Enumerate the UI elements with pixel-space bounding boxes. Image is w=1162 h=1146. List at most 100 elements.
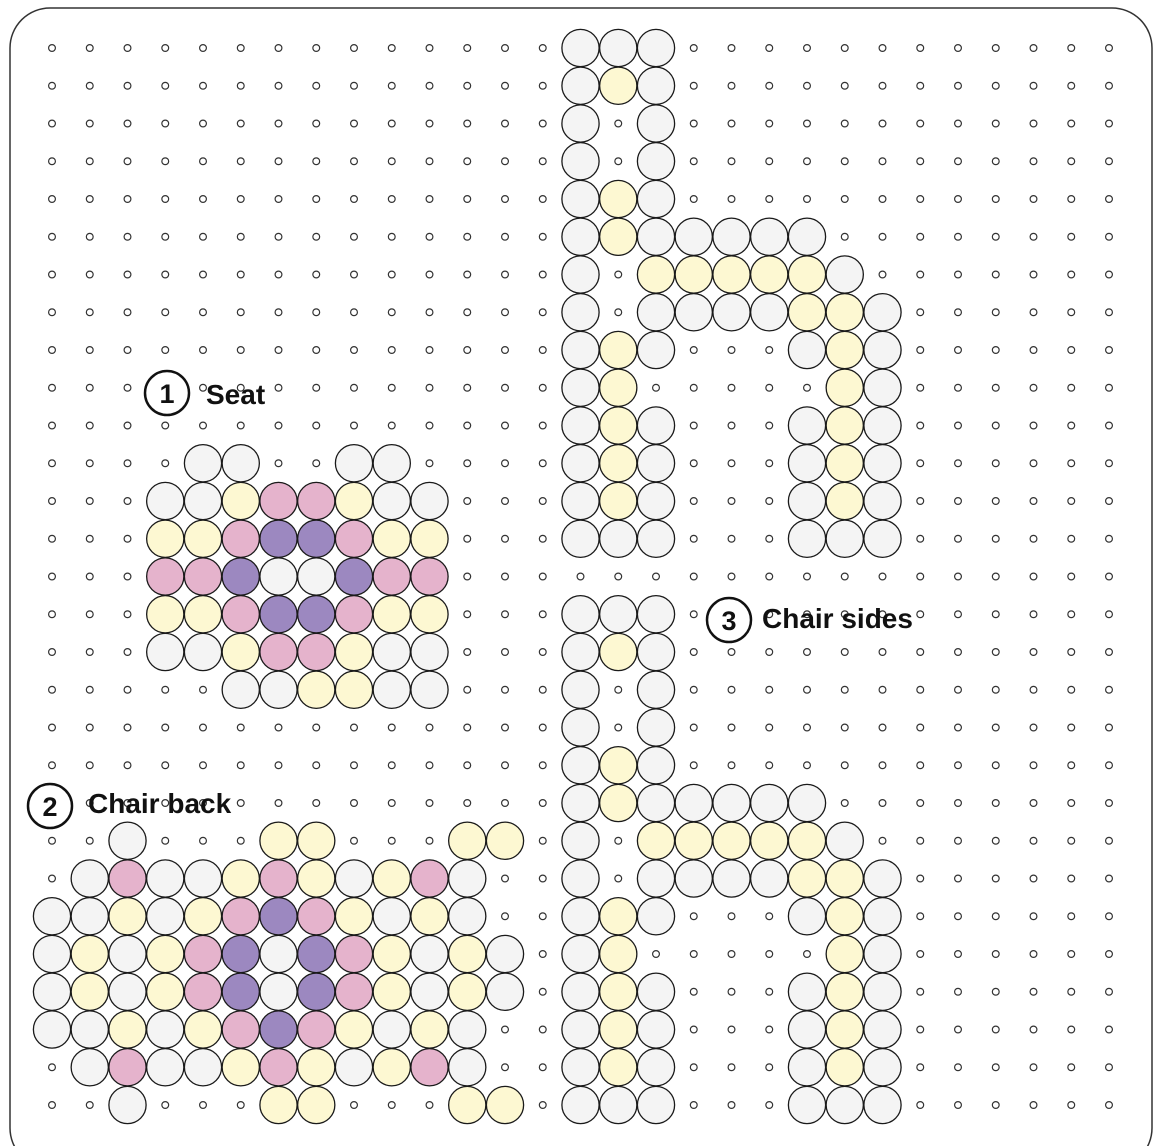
chair-back-bead-pink <box>298 898 335 935</box>
peg <box>992 422 999 429</box>
peg <box>653 951 660 958</box>
peg <box>690 951 697 958</box>
chair-back-bead-yellow <box>184 898 221 935</box>
chair-side-1-bead-yellow <box>600 331 637 368</box>
chair-back-bead-yellow <box>449 935 486 972</box>
peg <box>49 309 56 316</box>
peg <box>1030 347 1037 354</box>
chair-back-bead-yellow <box>335 1011 372 1048</box>
chair-side-2-bead-yellow <box>788 860 825 897</box>
peg <box>917 611 924 618</box>
peg <box>690 422 697 429</box>
peg <box>804 724 811 731</box>
peg <box>502 460 509 467</box>
peg <box>766 1064 773 1071</box>
peg <box>992 724 999 731</box>
seat-bead-purple <box>298 596 335 633</box>
chair-back-bead-pink <box>109 1049 146 1086</box>
peg <box>955 724 962 731</box>
peg <box>313 762 320 769</box>
peg <box>766 158 773 165</box>
peg <box>955 988 962 995</box>
peg <box>237 762 244 769</box>
peg <box>388 309 395 316</box>
peg <box>426 309 433 316</box>
chair-back-bead-yellow <box>298 860 335 897</box>
peg <box>992 158 999 165</box>
chair-side-1-bead-white <box>637 520 674 557</box>
peg <box>728 45 735 52</box>
chair-side-1-bead-white <box>713 218 750 255</box>
chair-side-2-bead-white <box>864 860 901 897</box>
peg <box>502 158 509 165</box>
chair-side-1-bead-white <box>864 294 901 331</box>
chair-back-bead-white <box>449 1011 486 1048</box>
peg <box>955 649 962 656</box>
chair-back-bead-white <box>373 898 410 935</box>
peg <box>917 649 924 656</box>
chair-side-1-bead-white <box>562 369 599 406</box>
peg <box>539 498 546 505</box>
chair-back-bead-yellow <box>184 1011 221 1048</box>
chair-side-1-bead-yellow <box>637 256 674 293</box>
chair-side-1-bead-white <box>562 331 599 368</box>
peg <box>841 120 848 127</box>
chair-back-bead-white <box>260 973 297 1010</box>
seat-bead-yellow <box>298 671 335 708</box>
chair-back-bead-white <box>71 860 108 897</box>
peg <box>917 837 924 844</box>
chair-side-1-bead-white <box>562 105 599 142</box>
peg <box>539 1102 546 1109</box>
chair-side-1-bead-white <box>637 67 674 104</box>
peg <box>200 45 207 52</box>
peg <box>992 573 999 580</box>
peg <box>992 837 999 844</box>
peg <box>690 611 697 618</box>
chair-side-1-bead-white <box>562 482 599 519</box>
peg <box>502 762 509 769</box>
peg <box>162 158 169 165</box>
peg <box>275 45 282 52</box>
peg <box>766 1026 773 1033</box>
peg <box>728 535 735 542</box>
peg <box>690 460 697 467</box>
peg <box>502 196 509 203</box>
peg <box>1068 384 1075 391</box>
peg <box>351 800 358 807</box>
seat-bead-yellow <box>222 482 259 519</box>
peg <box>49 82 56 89</box>
chair-side-2-bead-white <box>788 898 825 935</box>
peg <box>49 233 56 240</box>
peg <box>879 837 886 844</box>
peg <box>426 1102 433 1109</box>
chair-side-2-bead-white <box>675 784 712 821</box>
peg <box>388 347 395 354</box>
chair-back-bead-white <box>411 973 448 1010</box>
peg <box>464 347 471 354</box>
peg <box>539 233 546 240</box>
peg <box>426 233 433 240</box>
chair-side-1-bead-white <box>637 143 674 180</box>
chair-side-2-bead-white <box>788 1011 825 1048</box>
peg <box>917 951 924 958</box>
chair-back-bead-white <box>109 822 146 859</box>
peg <box>955 611 962 618</box>
peg <box>464 271 471 278</box>
chair-side-1-bead-white <box>751 294 788 331</box>
peg <box>162 309 169 316</box>
peg <box>124 611 131 618</box>
peg <box>502 875 509 882</box>
peg <box>200 309 207 316</box>
peg <box>653 384 660 391</box>
peg <box>992 875 999 882</box>
peg <box>313 120 320 127</box>
peg <box>804 649 811 656</box>
peg <box>1030 837 1037 844</box>
chair-side-2-bead-white <box>864 1011 901 1048</box>
seat-bead-pink <box>298 633 335 670</box>
chair-side-1-bead-yellow <box>826 482 863 519</box>
chair-back-bead-white <box>71 1011 108 1048</box>
peg <box>237 724 244 731</box>
peg <box>237 196 244 203</box>
peg <box>955 800 962 807</box>
